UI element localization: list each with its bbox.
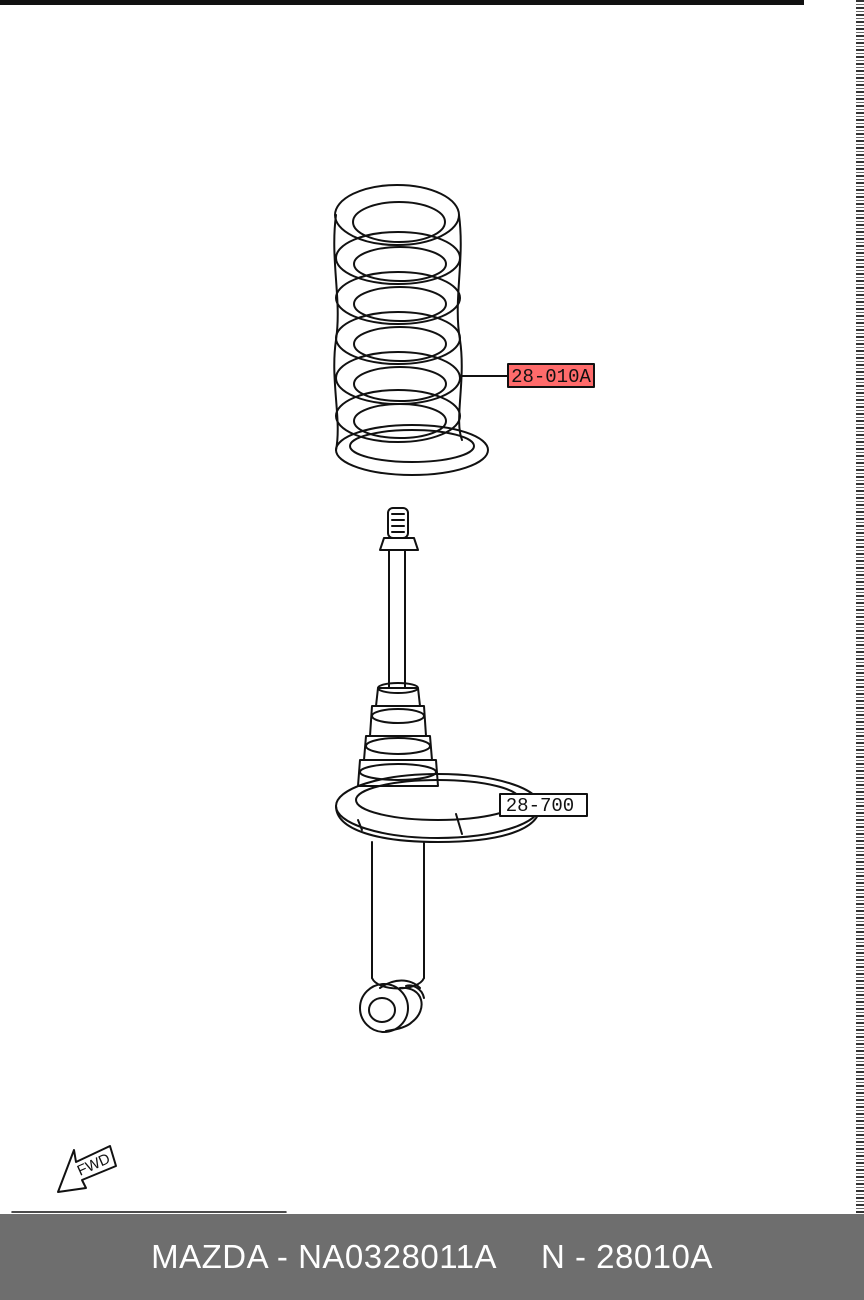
footer-bar: MAZDA - NA0328011A N - 28010A: [0, 1214, 864, 1300]
parts-diagram: 28-010A: [11, 184, 595, 1213]
fwd-arrow-icon: FWD: [57, 1145, 117, 1193]
callout-label-28-010a: 28-010A: [511, 366, 591, 388]
right-edge-scan-strip: [856, 0, 864, 1215]
callout-28-010a[interactable]: 28-010A: [507, 363, 595, 388]
callout-label-28-700: 28-700: [506, 795, 574, 817]
callout-28-700[interactable]: 28-700: [499, 793, 588, 817]
footer-ref-code: N - 28010A: [540, 1238, 713, 1275]
shock-absorber[interactable]: [335, 507, 541, 1033]
coil-spring[interactable]: [333, 184, 489, 476]
top-border-rule: [0, 0, 804, 5]
footer-brand-part: MAZDA - NA0328011A: [151, 1238, 497, 1275]
